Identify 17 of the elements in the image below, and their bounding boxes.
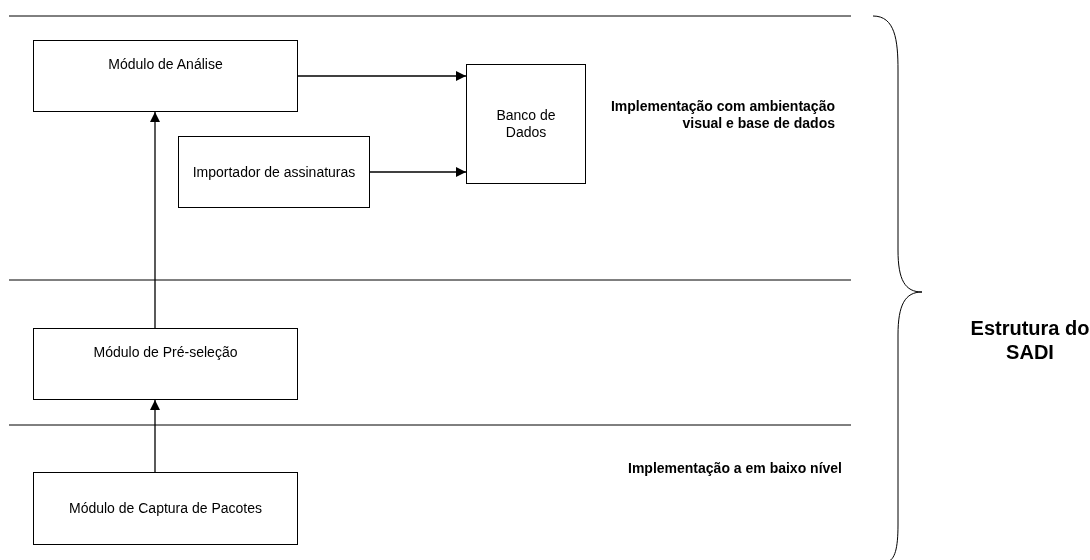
arrow [369, 167, 467, 177]
box-label: Módulo de Análise [108, 56, 223, 73]
process-box [33, 328, 298, 400]
process-box [33, 472, 298, 545]
arrow [150, 399, 160, 473]
box-label: Banco de Dados [495, 107, 557, 141]
arrow [150, 111, 160, 329]
layer-label: Implementação a em baixo nível [627, 460, 842, 477]
structure-title: Estrutura do SADI [970, 316, 1090, 364]
process-box [466, 64, 586, 184]
box-label: Importador de assinaturas [192, 163, 356, 181]
process-box [178, 136, 370, 208]
arrow [297, 71, 467, 81]
box-label: Módulo de Pré-seleção [93, 344, 238, 361]
layer-label: Implementação com ambientação visual e base de dados [609, 98, 835, 132]
box-label: Módulo de Captura de Pacotes [69, 500, 262, 517]
process-box [33, 40, 298, 112]
